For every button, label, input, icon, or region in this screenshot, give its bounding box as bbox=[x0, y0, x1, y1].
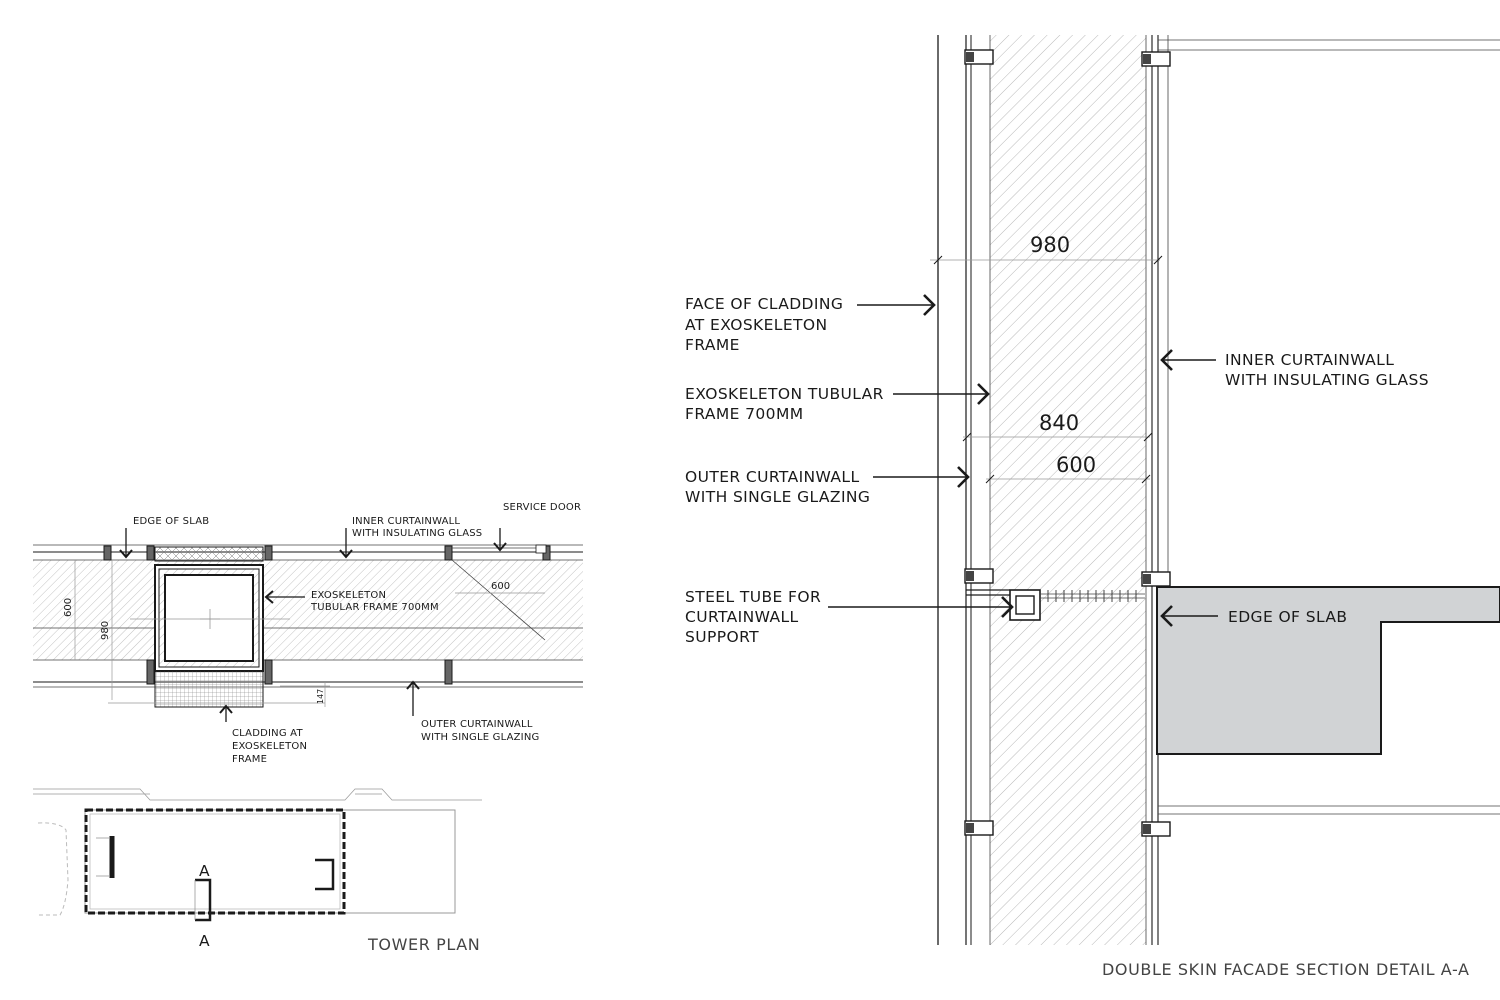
plan-cladding bbox=[154, 670, 264, 708]
label-inner-curtainwall: INNER CURTAINWALL WITH INSULATING GLASS bbox=[1225, 351, 1429, 389]
plan-dim-980: 980 bbox=[100, 621, 111, 640]
dim-980: 980 bbox=[1030, 233, 1070, 257]
cavity-hatch bbox=[990, 35, 1146, 945]
dim-600: 600 bbox=[1056, 453, 1096, 477]
label-exoskeleton-frame: EXOSKELETON TUBULAR FRAME 700MM bbox=[685, 385, 889, 423]
label-face-of-cladding: FACE OF CLADDING AT EXOSKELETON FRAME bbox=[685, 295, 849, 354]
section-detail-title: DOUBLE SKIN FACADE SECTION DETAIL A-A bbox=[1102, 960, 1470, 979]
leader-arrows bbox=[828, 294, 1218, 627]
label-outer-curtainwall: OUTER CURTAINWALL WITH SINGLE GLAZING bbox=[685, 468, 870, 506]
tower-plan-outline bbox=[84, 808, 346, 915]
floor-slab bbox=[1156, 586, 1500, 755]
outer-mullion-clips bbox=[964, 49, 994, 836]
plan-label-edge-of-slab: EDGE OF SLAB bbox=[133, 516, 209, 527]
section-marker-bottom: A bbox=[199, 932, 210, 950]
section-marker-top: A bbox=[199, 862, 210, 880]
plan-cavity-hatch bbox=[33, 560, 583, 660]
tower-plan: A A TOWER PLAN bbox=[33, 788, 482, 954]
plan-dim-600-gap: 600 bbox=[63, 598, 74, 617]
plan-dim-147: 147 bbox=[316, 689, 325, 704]
dim-840: 840 bbox=[1039, 411, 1079, 435]
plan-label-service-door: SERVICE DOOR bbox=[503, 502, 581, 513]
label-edge-of-slab: EDGE OF SLAB bbox=[1228, 608, 1347, 626]
section-detail: 980 840 600 FACE OF CLADDING AT EXOSKELE… bbox=[685, 35, 1500, 979]
plan-detail: EDGE OF SLAB INNER CURTAINWALL WITH INSU… bbox=[33, 502, 583, 765]
plan-dim-600-door: 600 bbox=[491, 581, 510, 592]
plan-label-exoskeleton-frame: EXOSKELETON TUBULAR FRAME 700MM bbox=[310, 590, 439, 613]
plan-label-inner-curtainwall: INNER CURTAINWALL WITH INSULATING GLASS bbox=[352, 516, 482, 539]
label-steel-tube: STEEL TUBE FOR CURTAINWALL SUPPORT bbox=[685, 588, 826, 646]
plan-label-cladding: CLADDING AT EXOSKELETON FRAME bbox=[232, 728, 311, 765]
inner-mullion-clips bbox=[1141, 51, 1171, 837]
tower-plan-title: TOWER PLAN bbox=[367, 935, 480, 954]
dimension-lines bbox=[930, 255, 1163, 484]
plan-label-outer-curtainwall: OUTER CURTAINWALL WITH SINGLE GLAZING bbox=[421, 719, 539, 743]
